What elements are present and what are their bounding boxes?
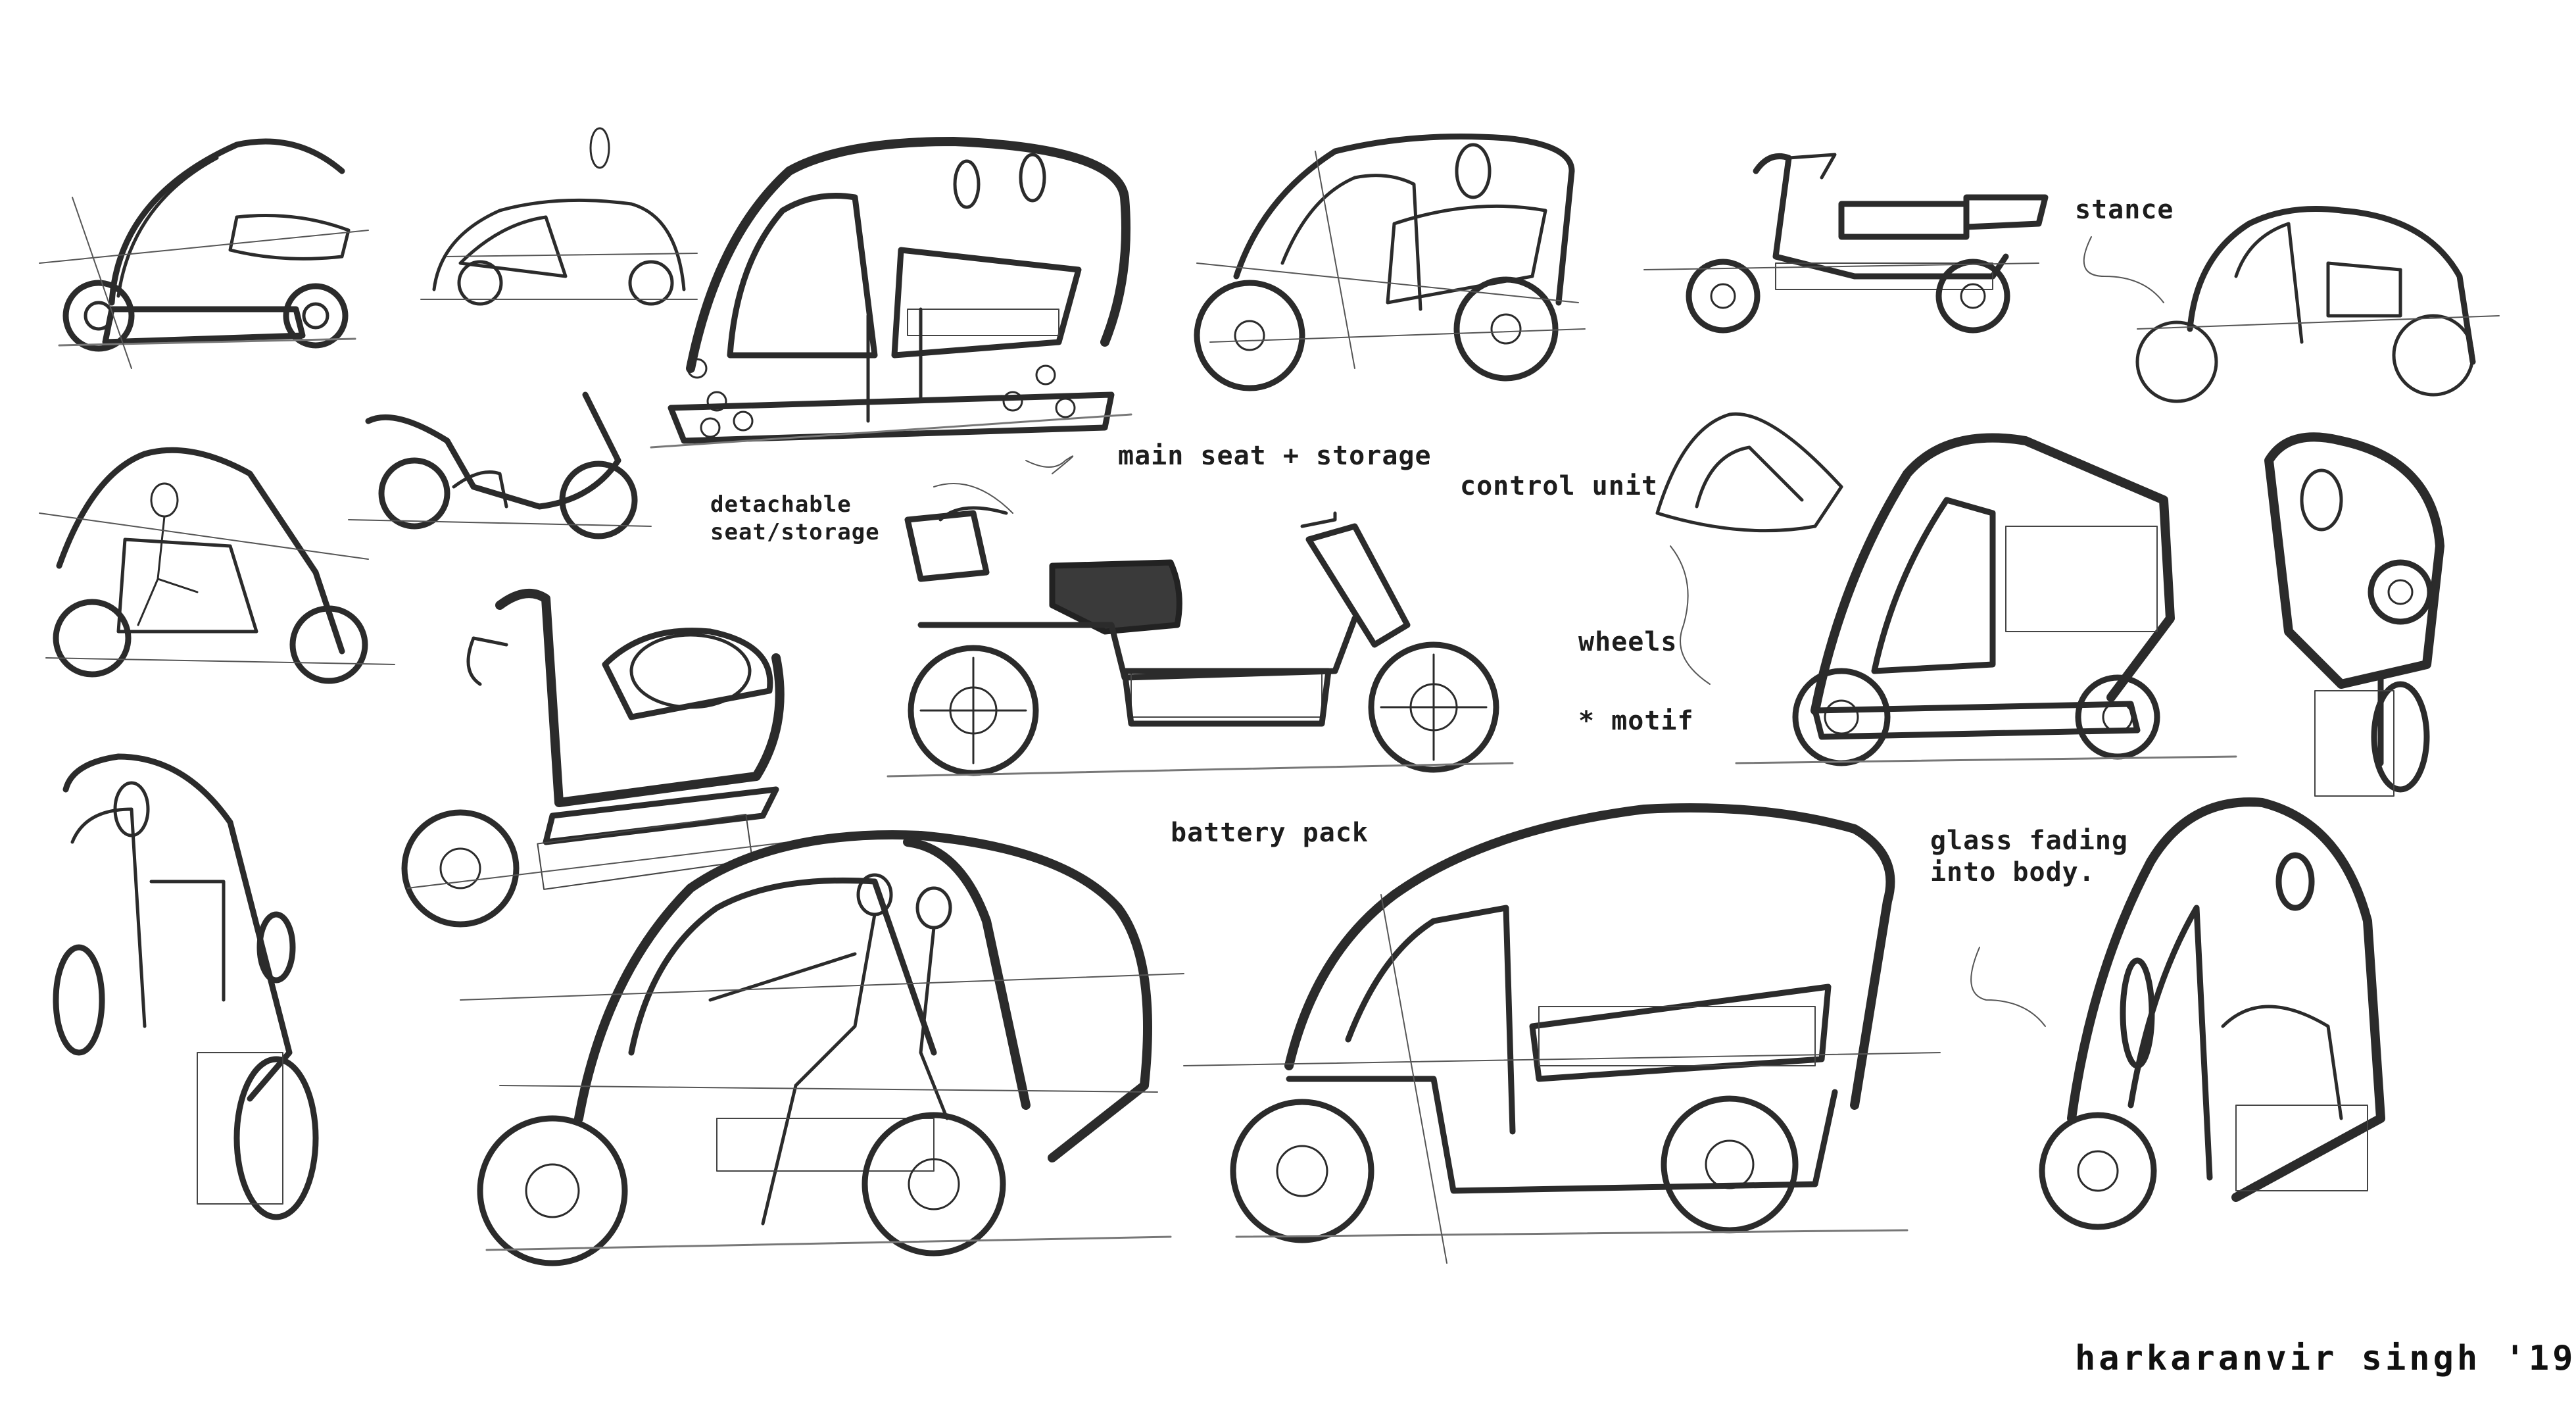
annotation-detachable: detachable xyxy=(710,491,852,518)
artist-signature: harkaranvir singh '19 xyxy=(2075,1339,2576,1378)
sketch-seat-scooter xyxy=(1643,153,2049,334)
annotation-into-body: into body. xyxy=(1930,857,2095,887)
sketch-pod-side xyxy=(1194,134,1586,391)
sketch-tall-pod-34 xyxy=(1970,797,2385,1230)
annotation-wheels: wheels xyxy=(1578,627,1678,657)
sketch-exploded-chassis xyxy=(887,455,1514,778)
sketch-front-pod xyxy=(53,753,319,1220)
sketch-stance-pod xyxy=(2083,206,2500,403)
annotation-battery-pack: battery pack xyxy=(1171,818,1369,848)
sketch-tall-cabin xyxy=(650,137,1132,449)
annotation-seat-storage: seat/storage xyxy=(710,519,880,545)
annotation-glass-fading: glass fading xyxy=(1930,826,2128,856)
annotation-motif: * motif xyxy=(1578,706,1694,736)
annotation-control-unit: control unit xyxy=(1460,471,1658,501)
sketch-scooter-34 xyxy=(401,589,790,928)
sketch-canopy-scooter xyxy=(39,138,369,369)
sketch-rear-pod xyxy=(2264,432,2444,797)
sketch-line-motorbike xyxy=(348,391,652,539)
annotation-main-seat: main seat + storage xyxy=(1118,441,1432,471)
sketch-large-pod-riders xyxy=(460,830,1184,1266)
sketch-large-wedge-side xyxy=(1183,803,1941,1264)
sketch-triangle-form xyxy=(1655,412,1843,685)
sketch-wedge-pod xyxy=(1735,433,2237,766)
sketch-open-trike xyxy=(39,447,395,684)
sketch-small-pod xyxy=(420,127,698,306)
annotation-stance: stance xyxy=(2075,195,2174,225)
